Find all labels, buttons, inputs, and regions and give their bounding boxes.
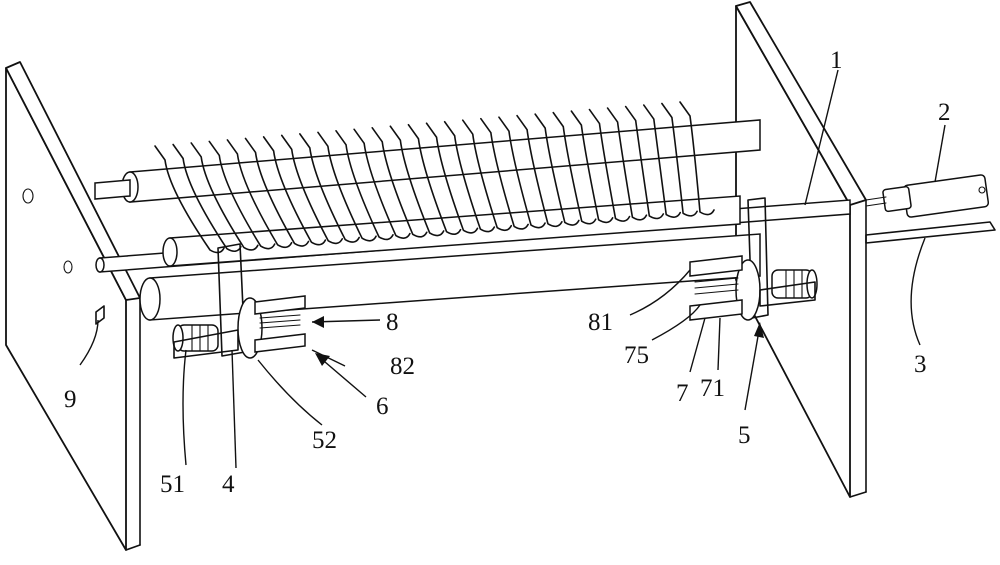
cylinder <box>866 174 989 217</box>
label-6: 6 <box>376 393 389 420</box>
label-2: 2 <box>938 99 951 126</box>
label-4: 4 <box>222 471 235 498</box>
label-52: 52 <box>312 427 337 454</box>
label-1: 1 <box>830 47 843 74</box>
left-side-plate <box>6 62 140 550</box>
label-82: 82 <box>390 353 415 380</box>
label-7: 7 <box>676 380 689 407</box>
label-5: 5 <box>738 422 751 449</box>
label-75: 75 <box>624 342 649 369</box>
upper-roller <box>95 120 760 202</box>
bracket-plate <box>866 222 995 243</box>
label-9: 9 <box>64 386 77 413</box>
label-71: 71 <box>700 375 725 402</box>
label-3: 3 <box>914 351 927 378</box>
label-8: 8 <box>386 309 399 336</box>
label-51: 51 <box>160 471 185 498</box>
label-81: 81 <box>588 309 613 336</box>
